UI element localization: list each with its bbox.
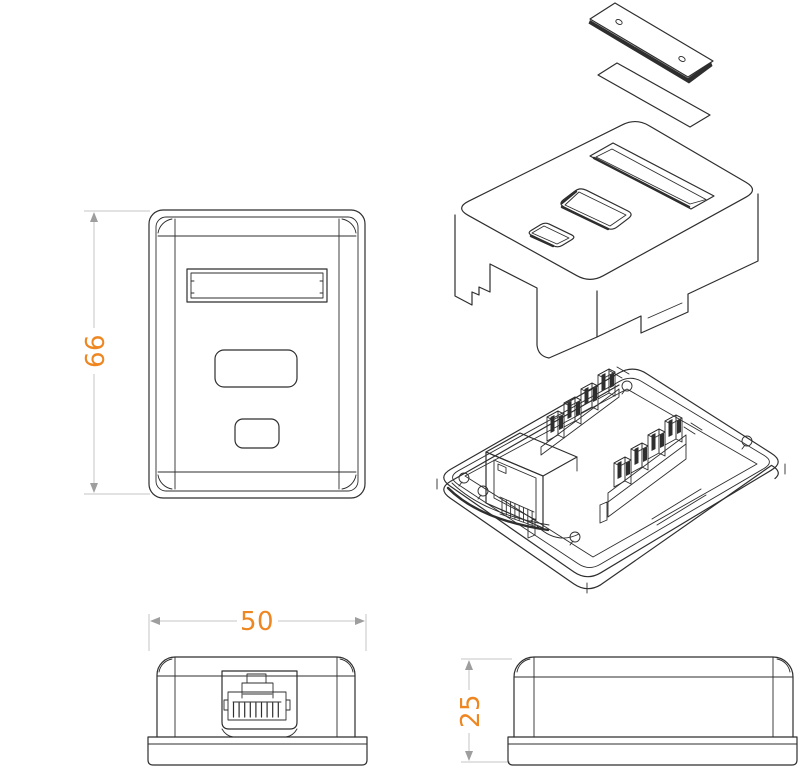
cover-right-wall (596, 193, 759, 338)
rj45-contact-comb (232, 702, 279, 718)
exploded-view (436, 2, 786, 594)
tray-inner-rim (452, 377, 770, 568)
idc-terminals-front (607, 414, 687, 518)
cable-channel (446, 486, 550, 532)
bottom-base-plate (147, 736, 368, 766)
width-dimension-label: 50 (240, 607, 274, 637)
cover-label-recess (589, 142, 715, 210)
depth-dimension-label: 25 (456, 694, 486, 728)
front-outer-shell (148, 209, 366, 499)
floor-ribs (651, 488, 707, 526)
tray-floor (464, 388, 758, 558)
front-inner-shell (155, 216, 359, 492)
cover-left-wall (454, 214, 598, 359)
base-tray (436, 366, 786, 594)
front-view (148, 209, 366, 499)
front-port-opening (214, 349, 298, 388)
label-insert (597, 62, 711, 128)
front-small-opening (234, 418, 280, 449)
cable-knockout (609, 366, 703, 435)
cover-small-opening (528, 222, 575, 248)
bottom-body (156, 656, 356, 738)
cover-top-face (461, 120, 754, 280)
tray-outer-rim (443, 368, 779, 578)
label-window (186, 268, 328, 303)
depth-dimension: 25 (456, 658, 512, 763)
side-base-plate (507, 736, 798, 766)
tray-outer-wall (443, 384, 779, 590)
top-cover (454, 120, 759, 359)
mounting-posts (527, 501, 608, 539)
rj45-contacts (501, 497, 533, 526)
rj45-jack-module (485, 432, 578, 529)
side-view (507, 656, 798, 766)
cover-hole-icon (615, 19, 623, 25)
snap-hook (621, 380, 633, 395)
height-dimension: 66 (81, 210, 150, 495)
cover-hole-icon (678, 56, 686, 62)
cover-port-opening (560, 188, 632, 231)
side-body (513, 656, 794, 738)
snap-hook (458, 472, 470, 487)
label-cover (588, 2, 714, 84)
rj45-port (221, 670, 298, 738)
width-dimension: 50 (148, 607, 367, 651)
bottom-view (147, 656, 368, 766)
rj45-opening (493, 459, 537, 521)
idc-terminals-back (540, 368, 620, 456)
height-dimension-label: 66 (81, 334, 111, 368)
